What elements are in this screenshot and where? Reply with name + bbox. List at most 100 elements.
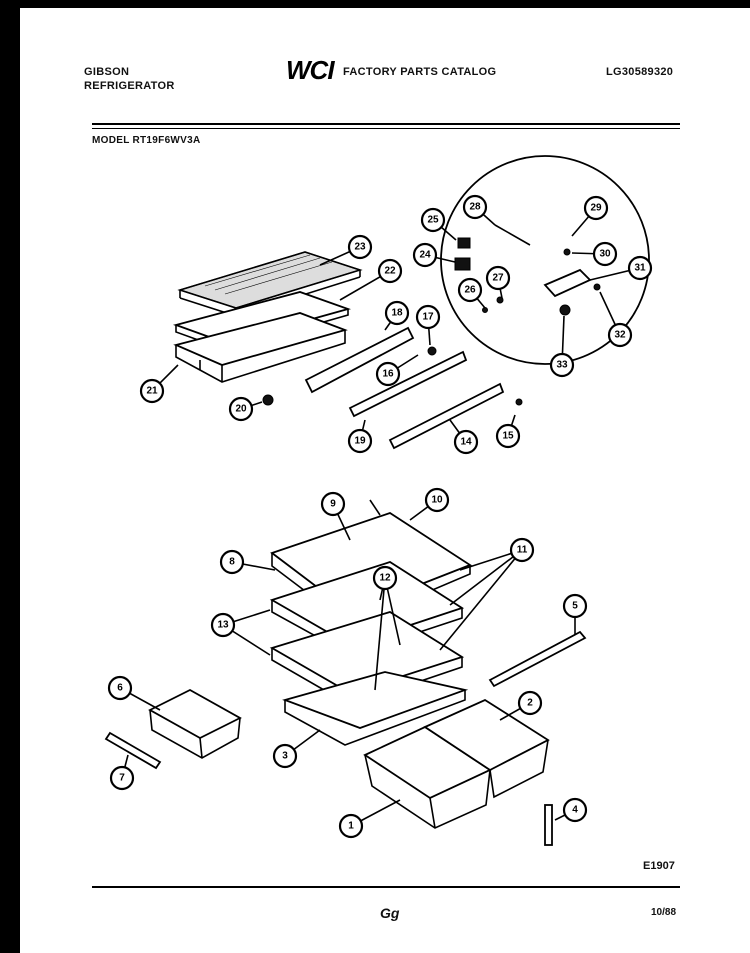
callout-29: 29: [583, 195, 609, 221]
crisper-shelf: [282, 671, 469, 729]
svg-text:19: 19: [354, 436, 366, 447]
footer-rule: [92, 886, 680, 888]
callout-26: 26: [457, 277, 483, 303]
callout-14: 14: [453, 429, 479, 455]
page-code: Gg: [380, 905, 400, 921]
svg-text:24: 24: [419, 250, 431, 261]
callout-30: 30: [592, 241, 618, 267]
callout-23: 23: [347, 234, 373, 260]
crisper-cover-assembly: [172, 251, 363, 383]
callout-17: 17: [415, 304, 441, 330]
callout-19: 19: [347, 428, 373, 454]
callout-22: 22: [377, 258, 403, 284]
svg-text:9: 9: [330, 499, 336, 510]
callout-10: 10: [424, 487, 450, 513]
inset-nut: [559, 304, 571, 316]
cover-stop: [262, 394, 274, 406]
hinge-block-lower: [454, 257, 471, 271]
svg-text:4: 4: [572, 805, 578, 816]
callout-5: 5: [562, 593, 588, 619]
callout-12: 12: [372, 565, 398, 591]
svg-text:31: 31: [634, 263, 646, 274]
callout-24: 24: [412, 242, 438, 268]
svg-text:6: 6: [117, 683, 123, 694]
cover-support-parts: [262, 326, 523, 450]
brand-name: GIBSON: [84, 66, 130, 78]
diagram-code: E1907: [643, 860, 675, 872]
callout-3: 3: [272, 743, 298, 769]
drawer-stop-pin: [544, 804, 553, 846]
svg-text:22: 22: [384, 266, 396, 277]
small-pan-top: [148, 688, 242, 740]
drawer-trim-strip: [104, 731, 162, 770]
svg-text:18: 18: [391, 308, 403, 319]
svg-text:2: 2: [527, 698, 533, 709]
svg-text:28: 28: [469, 202, 481, 213]
header-rule-top: [92, 123, 680, 125]
callout-21: 21: [139, 378, 165, 404]
svg-text:7: 7: [119, 773, 125, 784]
revision-date: 10/88: [651, 907, 677, 918]
callout-31: 31: [627, 255, 653, 281]
callout-9: 9: [320, 491, 346, 517]
inset-washer: [563, 248, 571, 256]
model-number: MODEL RT19F6WV3A: [92, 135, 201, 146]
callout-16: 16: [375, 361, 401, 387]
hinge-block-upper: [457, 237, 471, 249]
callout-2: 2: [517, 690, 543, 716]
callout-6: 6: [107, 675, 133, 701]
callout-8: 8: [219, 549, 245, 575]
callout-7: 7: [109, 765, 135, 791]
callout-27: 27: [485, 265, 511, 291]
callout-25: 25: [420, 207, 446, 233]
svg-text:20: 20: [235, 404, 247, 415]
svg-text:5: 5: [572, 601, 578, 612]
svg-text:8: 8: [229, 557, 235, 568]
inset-pin: [496, 296, 504, 304]
svg-text:10: 10: [431, 495, 443, 506]
cover-screw: [427, 346, 437, 356]
svg-text:11: 11: [517, 545, 528, 556]
svg-text:1: 1: [348, 821, 354, 832]
product-type: REFRIGERATOR: [84, 80, 175, 92]
callout-18: 18: [384, 300, 410, 326]
callout-20: 20: [228, 396, 254, 422]
svg-text:15: 15: [502, 431, 514, 442]
svg-text:30: 30: [599, 249, 611, 260]
header-rule-bottom: [92, 128, 680, 129]
callout-33: 33: [549, 352, 575, 378]
catalog-number: LG30589320: [606, 66, 674, 78]
svg-text:3: 3: [282, 751, 288, 762]
inset-clip: [482, 307, 488, 313]
callout-4: 4: [562, 797, 588, 823]
callout-1: 1: [338, 813, 364, 839]
callout-28: 28: [462, 194, 488, 220]
svg-text:25: 25: [427, 215, 439, 226]
slide-clip: [515, 398, 523, 406]
svg-text:13: 13: [217, 620, 229, 631]
svg-text:26: 26: [464, 285, 476, 296]
shelf-trim-strip: [488, 630, 587, 688]
shelf-assembly: [104, 499, 587, 846]
callout-13: 13: [210, 612, 236, 638]
inset-screw: [593, 283, 601, 291]
svg-text:14: 14: [460, 437, 472, 448]
crisper-pans: [148, 688, 550, 829]
callout-15: 15: [495, 423, 521, 449]
callout-11: 11: [509, 537, 535, 563]
catalog-title: FACTORY PARTS CATALOG: [343, 66, 497, 78]
shelf-slide-right: [388, 382, 505, 450]
svg-text:16: 16: [382, 369, 394, 380]
svg-text:29: 29: [590, 203, 602, 214]
svg-text:33: 33: [556, 360, 568, 371]
svg-text:21: 21: [146, 386, 158, 397]
wci-logo: WCI: [286, 55, 335, 85]
svg-text:27: 27: [492, 273, 504, 284]
callout-32: 32: [607, 322, 633, 348]
shelf-slide-left: [348, 350, 468, 418]
svg-text:12: 12: [379, 573, 391, 584]
svg-text:17: 17: [422, 312, 434, 323]
cover-support-bracket: [304, 326, 415, 394]
svg-text:32: 32: [614, 330, 626, 341]
